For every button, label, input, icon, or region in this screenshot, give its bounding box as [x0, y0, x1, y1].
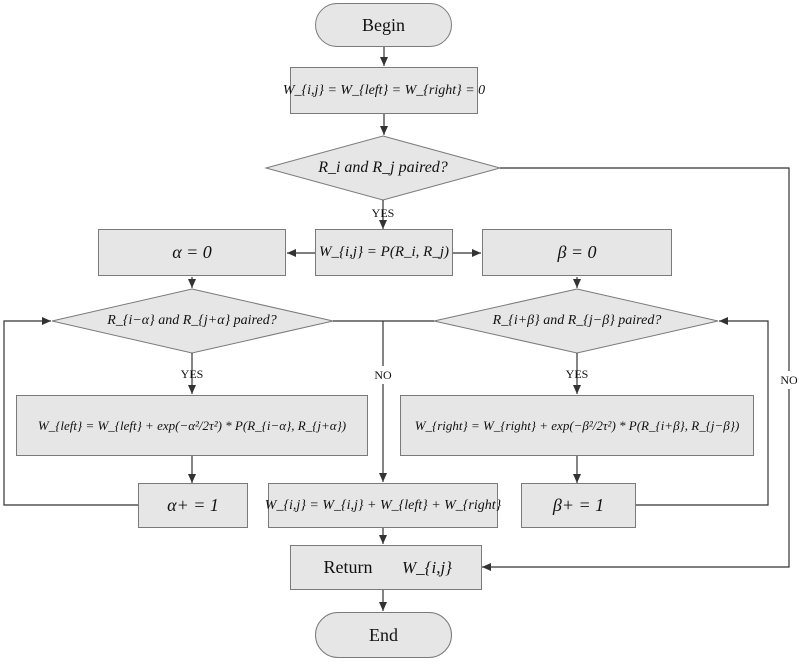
alpha-init-formula: α = 0: [172, 242, 212, 262]
init-formula: W_{i,j} = W_{left} = W_{right} = 0: [282, 82, 486, 98]
decision-main-label: R_i and R_j paired?: [318, 159, 448, 176]
init-box: [290, 67, 478, 114]
yes-right-label: YES: [565, 366, 589, 381]
edge-beta-loop: [636, 317, 769, 506]
alpha-increment-box: [138, 483, 248, 528]
w-left-update-formula: W_{left} = W_{left} + exp(−α²/2τ²) * P(R…: [37, 417, 347, 433]
yes-left-label: YES: [180, 366, 204, 381]
w-right-update-formula: W_{right} = W_{right} + exp(−β²/2τ²) * P…: [414, 417, 740, 433]
alpha-init-box: [98, 229, 286, 276]
no-right-label: NO: [780, 372, 798, 387]
decision-right-label: R_{i+β} and R_{j−β} paired?: [492, 313, 662, 328]
w-sum-formula: W_{i,j} = W_{i,j} + W_{left} + W_{right}: [264, 497, 502, 513]
connectors: [3, 47, 790, 611]
w-left-update-box: [16, 395, 368, 456]
return-var: W_{i,j}: [402, 557, 452, 577]
yes-main-label: YES: [371, 205, 395, 220]
begin-terminal: [315, 3, 452, 47]
pair-prob-formula: W_{i,j} = P(R_i, R_j): [318, 244, 449, 260]
return-box: [290, 545, 482, 590]
beta-increment-formula: β+ = 1: [552, 495, 605, 515]
w-right-update-box: [400, 395, 754, 456]
begin-label: Begin: [362, 14, 405, 35]
alpha-increment-formula: α+ = 1: [167, 495, 219, 515]
no-center-label-bg: [370, 366, 396, 384]
end-label: End: [369, 624, 398, 645]
decision-left-label: R_{i−α} and R_{j+α} paired?: [107, 313, 277, 328]
beta-increment-box: [521, 483, 636, 528]
pair-prob-box: [315, 229, 453, 276]
edge-alpha-loop: [3, 317, 138, 506]
edge-main-no: [482, 167, 790, 571]
no-right-label-bg: [776, 371, 799, 389]
return-label: Return: [323, 557, 373, 577]
end-terminal: [315, 612, 452, 658]
beta-init-formula: β = 0: [557, 242, 597, 262]
beta-init-box: [482, 229, 672, 276]
w-sum-box: [268, 483, 498, 528]
no-center-label: NO: [374, 367, 392, 382]
